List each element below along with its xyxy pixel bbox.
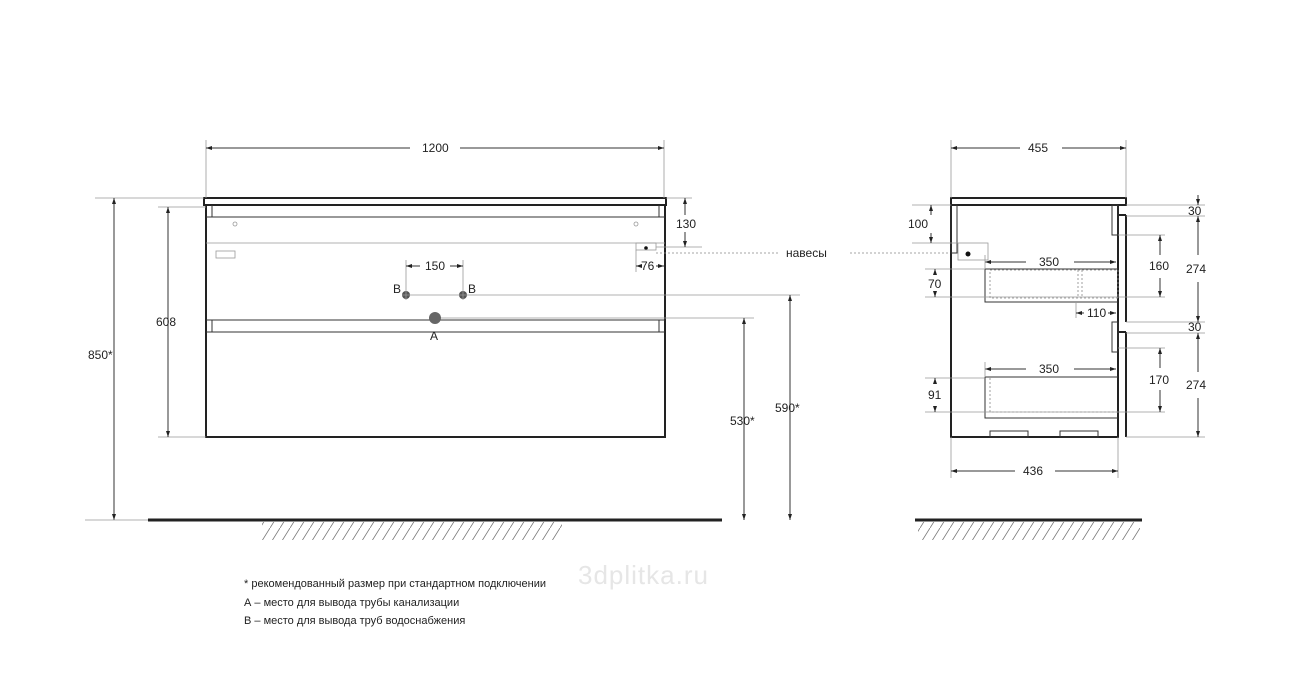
- watermark: 3dplitka.ru: [578, 560, 709, 590]
- dimension-label: 30: [1188, 320, 1202, 334]
- dimension-label: 110: [1087, 306, 1106, 320]
- dimension-label: 160: [1149, 259, 1169, 273]
- dimension-label: A: [430, 329, 438, 343]
- side-view: 455 436 100 350 350 70 91 160 170 110 30: [908, 140, 1206, 540]
- dimension-label: 455: [1028, 141, 1048, 155]
- dimension-label: 100: [908, 217, 928, 231]
- dimension-label: 350: [1039, 255, 1059, 269]
- countertop-side: [950, 197, 1127, 206]
- dimension-label: 350: [1039, 362, 1059, 376]
- dimension-label: 91: [928, 388, 942, 402]
- dimension-label: 608: [156, 315, 176, 329]
- dimension-label: 850*: [88, 348, 113, 362]
- hinges-label: навесы: [786, 246, 827, 260]
- dimension-label: 274: [1186, 378, 1206, 392]
- dimension-label: 70: [928, 277, 942, 291]
- dimension-label: 590*: [775, 401, 800, 415]
- dimension-label: 150: [425, 259, 445, 273]
- cabinet-side-body: [950, 204, 1119, 438]
- drain-outlet-a: [429, 312, 441, 324]
- cabinet-body: [205, 204, 666, 438]
- dimension-label: B: [468, 282, 476, 296]
- dimension-label: B: [393, 282, 401, 296]
- dimension-label: 30: [1188, 204, 1202, 218]
- countertop: [203, 197, 667, 206]
- dimension-label: 1200: [422, 141, 449, 155]
- note-recommended: * рекомендованный размер при стандартном…: [244, 578, 546, 590]
- front-view: B B A 1200 850* 608 130 76 150 590* 530*…: [85, 140, 958, 540]
- dimension-label: 530*: [730, 414, 755, 428]
- dimension-label: 436: [1023, 464, 1043, 478]
- note-a-drain: А – место для вывода трубы канализации: [244, 597, 460, 609]
- note-b-water: В – место для вывода труб водоснабжения: [244, 615, 466, 627]
- dimension-label: 130: [676, 217, 696, 231]
- dimension-label: 170: [1149, 373, 1169, 387]
- dimension-label: 274: [1186, 262, 1206, 276]
- dimension-label: 76: [641, 259, 655, 273]
